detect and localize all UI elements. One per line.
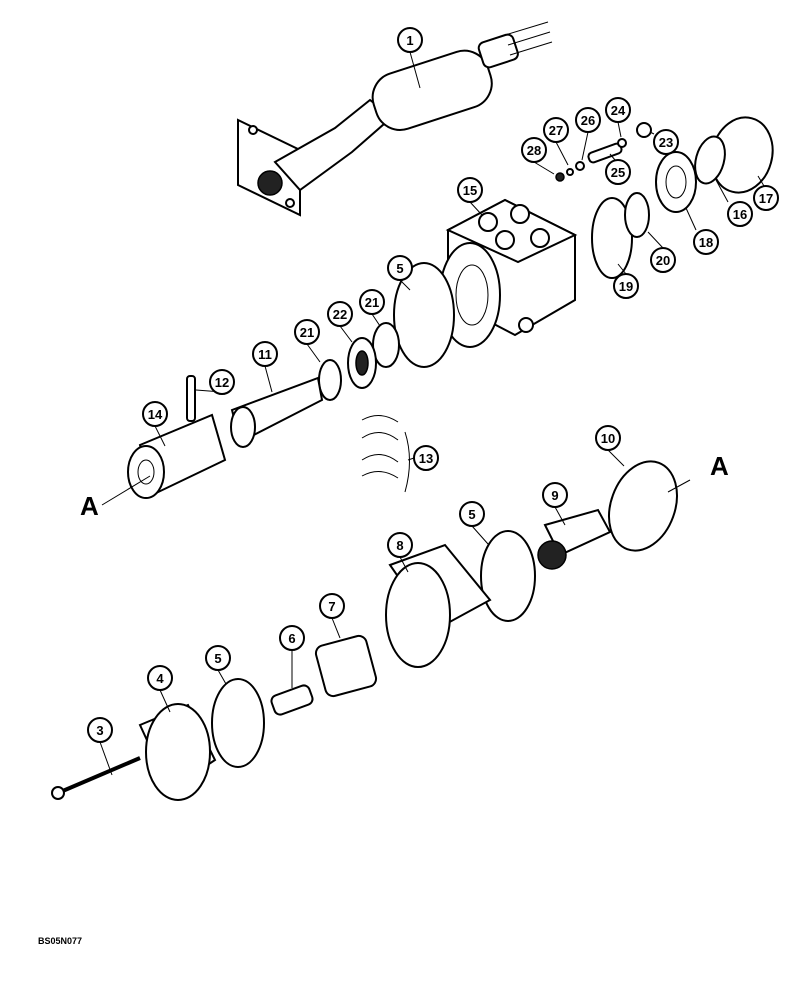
svg-text:28: 28: [527, 143, 541, 158]
svg-text:21: 21: [300, 325, 314, 340]
svg-text:1: 1: [406, 33, 413, 48]
svg-text:11: 11: [258, 347, 272, 362]
callout-18: 18: [685, 207, 719, 255]
callout-28: 28: [521, 137, 555, 175]
svg-text:15: 15: [463, 183, 477, 198]
part-small-fittings: [555, 122, 652, 182]
svg-text:5: 5: [396, 261, 403, 276]
callout-27: 27: [543, 117, 569, 166]
svg-text:10: 10: [601, 431, 615, 446]
svg-text:21: 21: [365, 295, 379, 310]
svg-text:23: 23: [659, 135, 673, 150]
svg-text:26: 26: [581, 113, 595, 128]
callout-4: 4: [147, 665, 173, 713]
callout-16: 16: [715, 179, 753, 227]
callout-22: 22: [327, 301, 353, 343]
section-a-leaders: [101, 475, 691, 506]
callout-5b: 5: [459, 501, 489, 545]
callout-8: 8: [387, 532, 413, 573]
svg-text:13: 13: [419, 451, 433, 466]
svg-text:6: 6: [288, 631, 295, 646]
callout-21a: 21: [294, 319, 321, 363]
svg-text:5: 5: [214, 651, 221, 666]
svg-text:9: 9: [551, 488, 558, 503]
callout-25: 25: [605, 153, 631, 185]
svg-text:7: 7: [328, 599, 335, 614]
part-seals-upper: [591, 116, 774, 279]
callout-17: 17: [753, 175, 779, 211]
svg-text:12: 12: [215, 375, 229, 390]
callout-21b: 21: [359, 289, 385, 327]
svg-text:8: 8: [396, 538, 403, 553]
drawing-reference-code: BS05N077: [38, 936, 82, 946]
svg-text:22: 22: [333, 307, 347, 322]
svg-text:5: 5: [468, 507, 475, 522]
svg-text:17: 17: [759, 191, 773, 206]
callout-6: 6: [279, 625, 305, 688]
part-bearing-stack: [318, 262, 455, 401]
svg-text:14: 14: [148, 407, 163, 422]
callout-20: 20: [647, 231, 676, 273]
section-marker-left: A: [80, 491, 99, 521]
callout-circles: 1 12 3 4 5 5 5 6 7 8 9 10 11 13 14 15 16…: [87, 27, 779, 776]
part-gerotor-assembly: [51, 460, 678, 801]
callout-15: 15: [457, 177, 483, 216]
svg-text:3: 3: [96, 723, 103, 738]
callout-19: 19: [613, 263, 639, 299]
part-valve-housing: [439, 198, 578, 348]
callout-23: 23: [649, 129, 679, 155]
svg-text:27: 27: [549, 123, 563, 138]
callout-24: 24: [605, 97, 631, 138]
svg-text:18: 18: [699, 235, 713, 250]
callout-10: 10: [595, 425, 625, 467]
callout-3: 3: [87, 717, 113, 776]
callout-9: 9: [542, 482, 568, 526]
callout-5c: 5: [205, 645, 231, 685]
svg-text:25: 25: [611, 165, 625, 180]
callout-5a: 5: [387, 255, 413, 291]
callout-1: 1: [397, 27, 423, 89]
callout-7: 7: [319, 593, 345, 639]
section-marker-right: A: [710, 451, 729, 481]
callout-2: 12: [195, 369, 235, 395]
part-steering-column: [237, 21, 553, 217]
svg-text:24: 24: [611, 103, 626, 118]
svg-text:20: 20: [656, 253, 670, 268]
svg-text:16: 16: [733, 207, 747, 222]
svg-text:4: 4: [156, 671, 164, 686]
callout-11: 11: [252, 341, 278, 393]
callout-13: 13: [407, 445, 439, 471]
callout-26: 26: [575, 107, 601, 161]
svg-text:19: 19: [619, 279, 633, 294]
callout-14: 14: [142, 401, 168, 447]
part-spool-sleeve: [127, 375, 410, 499]
